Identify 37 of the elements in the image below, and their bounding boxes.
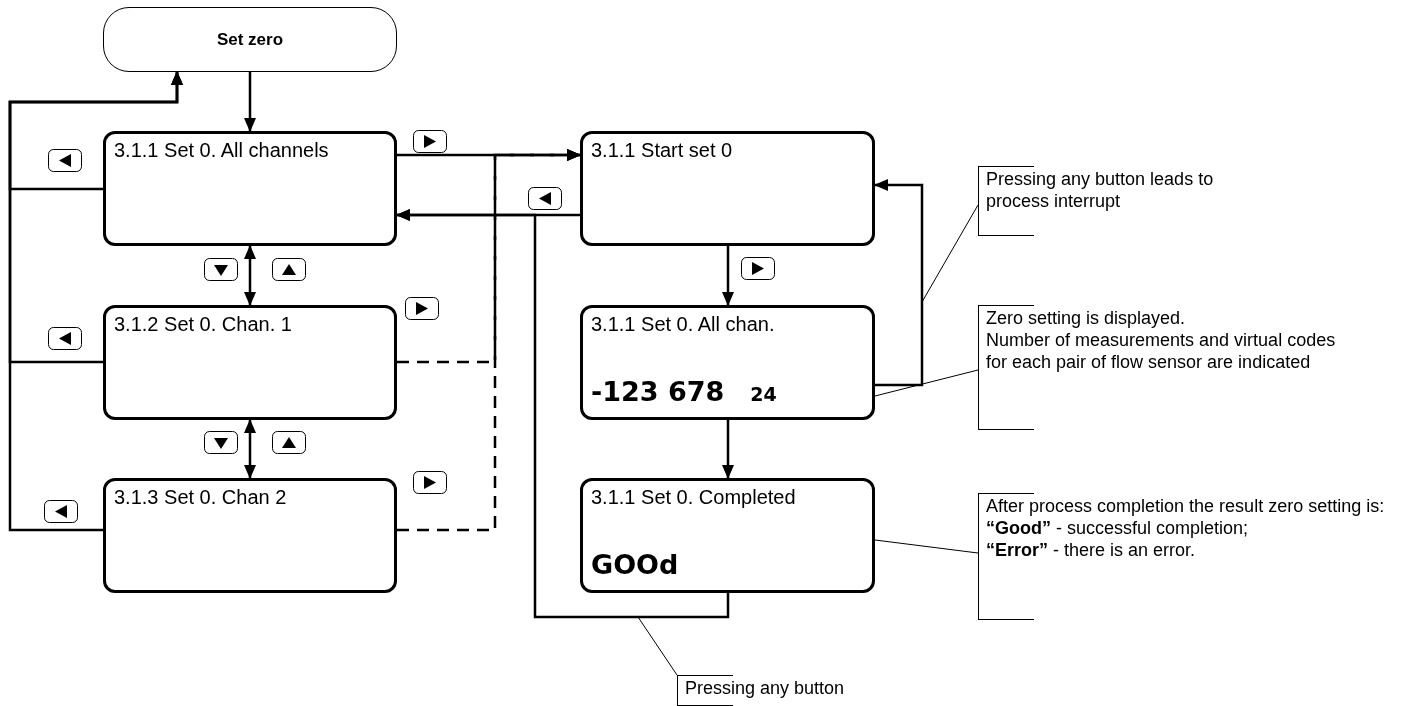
menu-title: Set zero xyxy=(216,29,284,50)
arrow xyxy=(874,179,924,387)
leader-line xyxy=(874,539,979,554)
arrow xyxy=(722,420,734,479)
screen-title: 3.1.1 Set 0. All chan. xyxy=(591,312,775,336)
leader-line xyxy=(874,369,979,397)
display-screen-box xyxy=(580,478,875,593)
display-screen-box xyxy=(580,305,875,420)
readout-value: -123 678 xyxy=(591,376,725,407)
screen-title: 3.1.2 Set 0. Chan. 1 xyxy=(114,312,292,336)
readout-value: 24 xyxy=(750,383,777,405)
arrow xyxy=(8,71,183,532)
leader-line xyxy=(921,204,979,303)
callout-text: After process completion the result zero setting is: xyxy=(986,495,1386,517)
callout-text: “Error” - there is an error. xyxy=(986,539,1197,561)
arrow xyxy=(396,209,730,619)
display-screen-box xyxy=(580,131,875,246)
arrow xyxy=(244,419,256,479)
callout-text: “Good” - successful completion; xyxy=(986,517,1250,539)
screen-title: 3.1.1 Set 0. Completed xyxy=(591,485,796,509)
callout-text: Zero setting is displayed. xyxy=(986,307,1187,329)
screen-title: 3.1.3 Set 0. Chan 2 xyxy=(114,485,287,509)
readout-value: GOOd xyxy=(591,549,679,580)
callout-text: Pressing any button xyxy=(685,677,846,699)
screen-title: 3.1.1 Start set 0 xyxy=(591,138,733,162)
display-screen-box xyxy=(103,131,397,246)
display-screen-box xyxy=(103,478,397,593)
leader-line xyxy=(637,616,678,676)
menu-title-box xyxy=(103,7,397,72)
arrow xyxy=(244,72,256,132)
arrow xyxy=(397,149,581,532)
arrow xyxy=(722,246,734,306)
callout-text: Number of measurements and virtual codes for each pair of flow sensor are indicated xyxy=(986,329,1337,373)
arrow xyxy=(244,245,256,306)
screen-title: 3.1.1 Set 0. All channels xyxy=(114,138,329,162)
callout-text: Pressing any button leads to process interrupt xyxy=(986,168,1215,212)
display-screen-box xyxy=(103,305,397,420)
